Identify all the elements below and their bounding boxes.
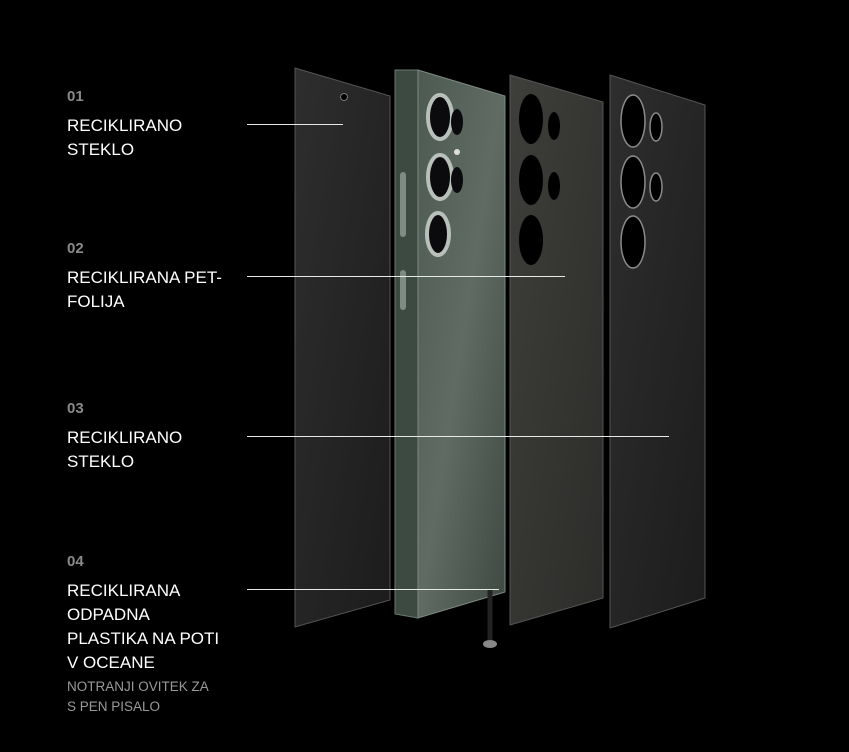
- layer-number: 02: [67, 240, 84, 257]
- layer-label-03: 03 RECIKLIRANO STEKLO: [67, 400, 242, 474]
- glass-back-panel: [609, 74, 706, 629]
- layer-number: 04: [67, 553, 84, 570]
- pet-film-panel: [509, 74, 604, 626]
- pointer-line-04: [247, 589, 499, 590]
- layer-title: RECIKLIRANO STEKLO: [67, 116, 183, 159]
- pointer-line-02: [247, 276, 565, 277]
- layer-label-01: 01 RECIKLIRANO STEKLO: [67, 88, 242, 162]
- camera-lenses: [425, 93, 454, 257]
- layer-label-02: 02 RECIKLIRANA PET-FOLIJA: [67, 240, 227, 314]
- layer-title: RECIKLIRANA PET-FOLIJA: [67, 268, 222, 311]
- glass-front-panel: [294, 67, 391, 628]
- layer-number: 01: [67, 88, 84, 105]
- pointer-line-01: [247, 124, 343, 125]
- phone-body: [394, 69, 506, 648]
- layer-number: 03: [67, 400, 84, 417]
- layer-title: RECIKLIRANA ODPADNA PLASTIKA NA POTI V O…: [67, 581, 220, 672]
- pointer-line-03: [247, 436, 669, 437]
- layer-title: RECIKLIRANO STEKLO: [67, 428, 183, 471]
- layer-subtitle: NOTRANJI OVITEK ZA S PEN PISALO: [67, 679, 209, 714]
- layer-label-04: 04 RECIKLIRANA ODPADNA PLASTIKA NA POTI …: [67, 553, 232, 717]
